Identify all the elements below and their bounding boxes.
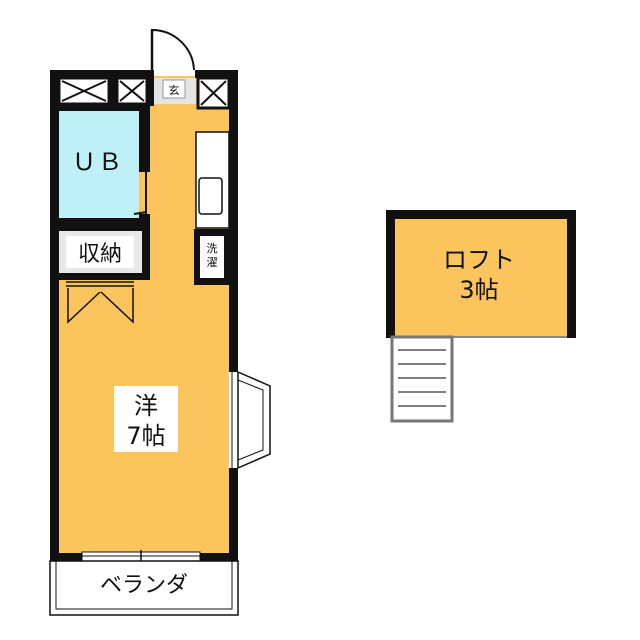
- western-room-label-1: 洋: [134, 392, 158, 420]
- unit-bath-label: ＵＢ: [72, 148, 124, 176]
- storage-label: 収納: [78, 242, 122, 267]
- wall-top-right: [195, 70, 238, 78]
- loft-wall-top: [386, 210, 576, 219]
- wall-left: [50, 70, 59, 562]
- western-room-label-bg: [114, 386, 178, 452]
- veranda-label: ベランダ: [100, 573, 188, 598]
- loft-label-1: ロフト: [443, 246, 515, 274]
- shaft-divider: [108, 70, 118, 106]
- washer-label-2: 濯: [207, 256, 218, 269]
- bath-door-leaf: [133, 211, 148, 215]
- pipe-shaft-3: [196, 76, 231, 110]
- unit-bath-label-bg: [66, 143, 130, 177]
- washer-space: [200, 236, 224, 278]
- pipe-shaft-2: [115, 76, 149, 106]
- entrance-door: [150, 28, 195, 71]
- washer-label-1: 洗: [207, 242, 218, 255]
- western-room-label-2: 7帖: [126, 422, 165, 450]
- storage-label-bg: [66, 236, 134, 268]
- loft-wall-right: [567, 210, 576, 338]
- entrance-label-box: [162, 79, 186, 99]
- shaft-divider-2: [146, 70, 154, 106]
- bath-door-gap: [139, 172, 150, 214]
- loft-label-bg: [433, 244, 525, 306]
- closet-doors: [66, 281, 134, 324]
- wall-top-left: [50, 70, 150, 78]
- loft-wall-left: [386, 210, 395, 338]
- bay-window[interactable]: [229, 371, 271, 469]
- loft-ladder: [390, 335, 454, 423]
- pipe-shaft-1: [57, 76, 111, 106]
- kitchen-counter: [195, 131, 230, 229]
- veranda: [49, 560, 239, 616]
- entrance-label: 玄: [169, 83, 180, 97]
- loft-label-2: 3帖: [459, 276, 498, 304]
- wall-right: [229, 70, 238, 562]
